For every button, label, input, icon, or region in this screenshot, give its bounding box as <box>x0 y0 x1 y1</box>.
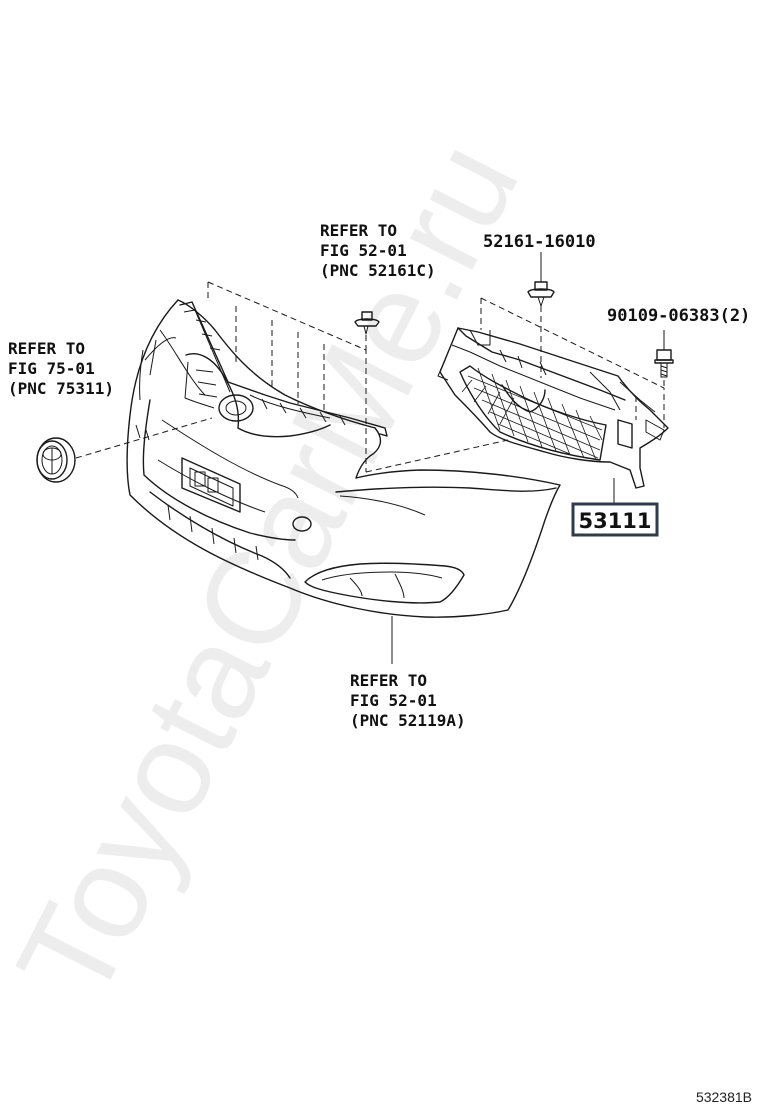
emblem-callout-line-1: REFER TO <box>8 339 85 358</box>
clip-callout-line-3: (PNC 52161C) <box>320 261 436 280</box>
diagram-code: 532381B <box>696 1089 752 1105</box>
bumper-callout-line-1: REFER TO <box>350 671 427 690</box>
grille-part-number-box[interactable]: 53111 <box>571 502 659 537</box>
bumper-callout: REFER TO FIG 52-01 (PNC 52119A) <box>350 671 466 730</box>
emblem-callout: REFER TO FIG 75-01 (PNC 75311) <box>8 339 114 398</box>
clip-callout-line-1: REFER TO <box>320 221 397 240</box>
grille-part-number-frame <box>571 502 659 537</box>
bumper-callout-line-3: (PNC 52119A) <box>350 711 466 730</box>
bolt-part-number[interactable]: 90109-06383(2) <box>607 306 750 326</box>
clip-part-number[interactable]: 52161-16010 <box>483 232 596 252</box>
emblem-part <box>36 437 76 483</box>
leader-lines <box>391 252 665 664</box>
clip-52161-16010-icon <box>527 281 555 307</box>
clip-callout: REFER TO FIG 52-01 (PNC 52161C) <box>320 221 436 280</box>
guide-lines <box>75 281 665 473</box>
radiator-grille-part <box>437 327 669 489</box>
bolt-90109-06383-icon <box>654 349 674 378</box>
front-bumper-cover <box>126 299 561 618</box>
clip-callout-line-2: FIG 52-01 <box>320 241 407 260</box>
emblem-callout-line-3: (PNC 75311) <box>8 379 114 398</box>
clip-52161c-icon <box>354 311 380 335</box>
grille-part-number[interactable]: 53111 <box>578 509 651 533</box>
bumper-callout-line-2: FIG 52-01 <box>350 691 437 710</box>
watermark: ToyotaCarMe.ru <box>0 119 546 1022</box>
emblem-callout-line-2: FIG 75-01 <box>8 359 95 378</box>
